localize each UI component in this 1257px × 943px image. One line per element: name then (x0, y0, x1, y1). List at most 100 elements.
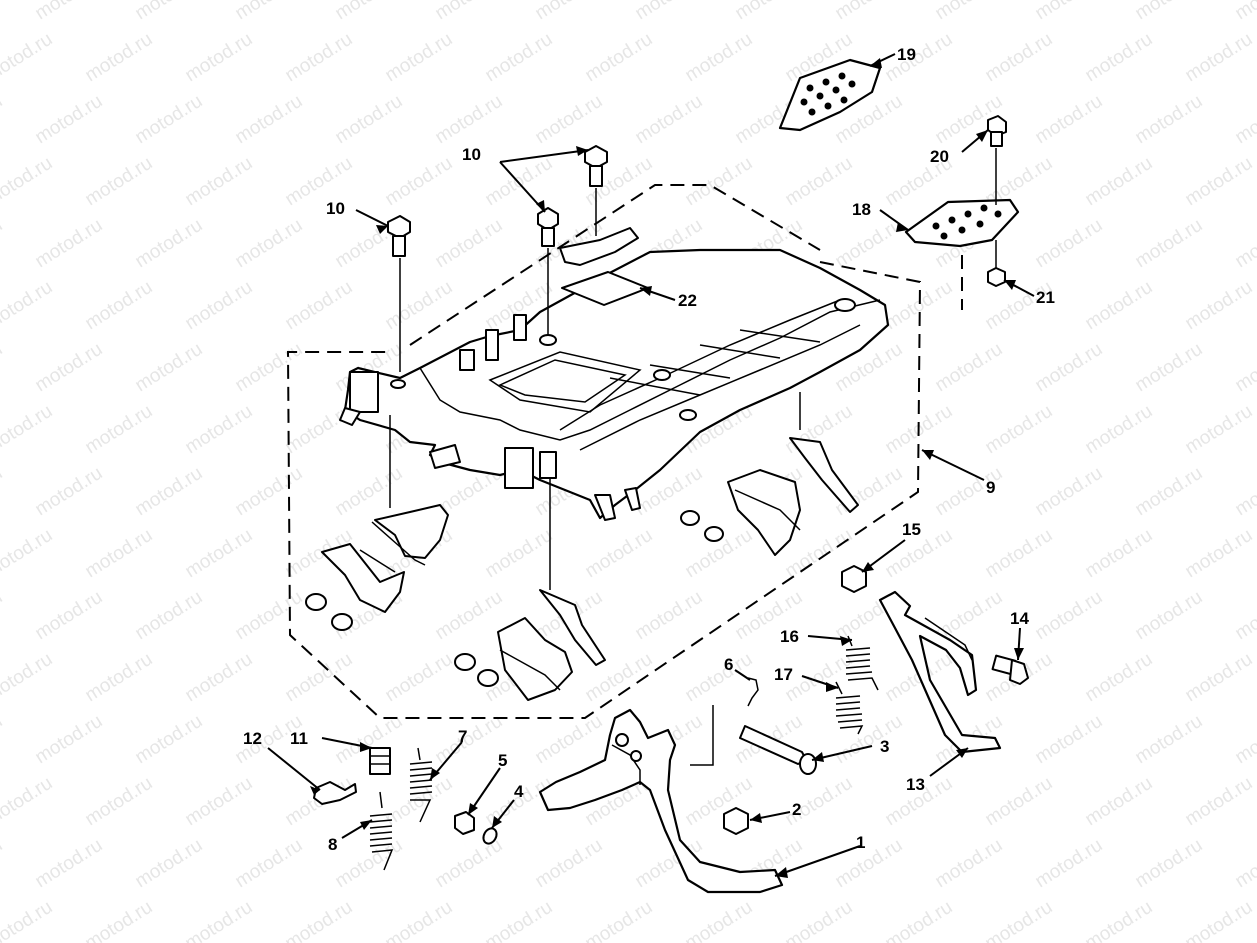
watermark-text: motod.ru (632, 587, 707, 645)
part-6-pin (747, 677, 759, 707)
watermark-text: motod.ru (982, 525, 1057, 583)
watermark-text: motod.ru (1032, 711, 1107, 769)
callout-11: 11 (290, 729, 308, 748)
watermark-text: motod.ru (382, 897, 457, 943)
callout-6: 6 (724, 655, 733, 674)
watermark-text: motod.ru (432, 835, 507, 893)
watermark-text: motod.ru (1232, 463, 1257, 521)
watermark-text: motod.ru (1132, 0, 1207, 24)
bolt-10-mid (537, 207, 559, 335)
main-frame (339, 227, 890, 521)
callout-19: 19 (897, 45, 916, 64)
watermark-text: motod.ru (1082, 277, 1157, 335)
watermark-text: motod.ru (582, 897, 657, 943)
watermark-text: motod.ru (482, 897, 557, 943)
watermark-text: motod.ru (1232, 339, 1257, 397)
watermark-text: motod.ru (32, 215, 107, 273)
watermark-text: motod.ru (282, 29, 357, 87)
watermark-text: motod.ru (732, 0, 807, 24)
watermark-text: motod.ru (1082, 153, 1157, 211)
watermark-text: motod.ru (0, 525, 56, 583)
watermark-text: motod.ru (932, 835, 1007, 893)
watermark-text: motod.ru (982, 773, 1057, 831)
watermark-text: motod.ru (832, 215, 907, 273)
assembly-outline (286, 184, 963, 719)
watermark-text: motod.ru (282, 649, 357, 707)
watermark-text: motod.ru (232, 339, 307, 397)
watermark-text: motod.ru (1032, 463, 1107, 521)
part-5-washer (454, 811, 475, 835)
part-21-nut (987, 267, 1006, 287)
watermark-text: motod.ru (132, 711, 207, 769)
watermark-text: motod.ru (232, 463, 307, 521)
watermark-text: motod.ru (1182, 649, 1257, 707)
watermark-text: motod.ru (582, 525, 657, 583)
watermark-text: motod.ru (1182, 525, 1257, 583)
part-8-spring (369, 791, 394, 871)
callout-14: 14 (1010, 609, 1029, 628)
watermark-text: motod.ru (1132, 215, 1207, 273)
watermark-text: motod.ru (1232, 587, 1257, 645)
part-11-clip (369, 747, 391, 775)
watermark-text: motod.ru (1182, 773, 1257, 831)
watermark-text: motod.ru (182, 29, 257, 87)
watermark-text: motod.ru (932, 339, 1007, 397)
watermark-text: motod.ru (0, 215, 6, 273)
bracket-right (680, 437, 859, 556)
watermark-text: motod.ru (232, 215, 307, 273)
watermark-text: motod.ru (82, 153, 157, 211)
part-15-nut (841, 565, 867, 593)
watermark-text: motod.ru (532, 711, 607, 769)
leader-lines (267, 53, 1035, 877)
watermark-text: motod.ru (82, 773, 157, 831)
watermark-text: motod.ru (82, 29, 157, 87)
watermark-text: motod.ru (632, 0, 707, 24)
watermark-text: motod.ru (0, 339, 6, 397)
watermark-text: motod.ru (0, 29, 56, 87)
part-18-step (904, 198, 1020, 248)
watermark-text: motod.ru (182, 153, 257, 211)
watermark-text: motod.ru (682, 897, 757, 943)
watermark-text: motod.ru (1082, 525, 1157, 583)
watermark-text: motod.ru (132, 215, 207, 273)
watermark-text: motod.ru (1082, 649, 1157, 707)
watermark-text: motod.ru (432, 0, 507, 24)
watermark-text: motod.ru (1082, 897, 1157, 943)
watermark-text: motod.ru (0, 897, 56, 943)
watermark-text: motod.ru (832, 0, 907, 24)
watermark-text: motod.ru (832, 835, 907, 893)
watermark-text: motod.ru (432, 587, 507, 645)
callout-9: 9 (986, 478, 995, 497)
watermark-text: motod.ru (1032, 835, 1107, 893)
watermark-text: motod.ru (282, 153, 357, 211)
watermark-text: motod.ru (1032, 91, 1107, 149)
watermark-text: motod.ru (1082, 29, 1157, 87)
watermark-text: motod.ru (182, 897, 257, 943)
watermark-text: motod.ru (782, 153, 857, 211)
watermark-text: motod.ru (0, 587, 6, 645)
watermark-text: motod.ru (382, 153, 457, 211)
callout-labels: 1 2 3 4 5 6 7 8 9 10 10 10 11 12 13 14 1… (243, 45, 1055, 854)
watermark-text: motod.ru (532, 835, 607, 893)
callout-5: 5 (498, 751, 507, 770)
watermark-text: motod.ru (1032, 0, 1107, 24)
watermark-text: motod.ru (182, 649, 257, 707)
watermark-text: motod.ru (232, 587, 307, 645)
watermark-text: motod.ru (1182, 897, 1257, 943)
watermark-text: motod.ru (632, 91, 707, 149)
callout-10-top: 10 (462, 145, 481, 164)
watermark-text: motod.ru (782, 897, 857, 943)
watermark-text: motod.ru (0, 91, 6, 149)
bolt-10-left (387, 215, 411, 372)
watermark-text: motod.ru (82, 649, 157, 707)
watermark-text: motod.ru (1032, 587, 1107, 645)
watermark-text: motod.ru (982, 401, 1057, 459)
watermark-text: motod.ru (932, 0, 1007, 24)
watermark-text: motod.ru (332, 91, 407, 149)
watermark-text: motod.ru (182, 401, 257, 459)
watermark-text: motod.ru (0, 773, 56, 831)
watermark-text: motod.ru (232, 0, 307, 24)
watermark-text: motod.ru (1132, 91, 1207, 149)
callout-10-left: 10 (326, 199, 345, 218)
